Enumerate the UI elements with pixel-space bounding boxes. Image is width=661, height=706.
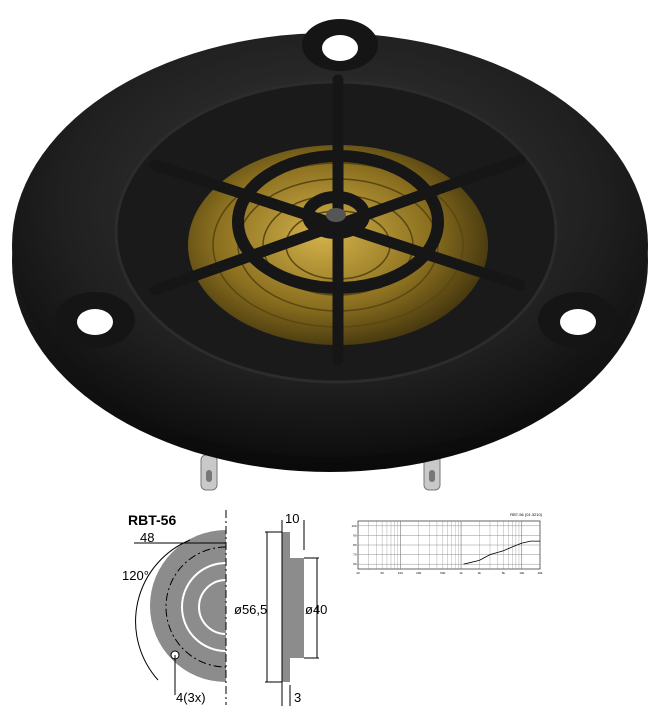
y-tick-label: 90 [353,533,357,537]
inner-diameter-label: ø40 [305,602,328,617]
angle-label: 120° [122,568,149,583]
chart-title: RBT-56 (01.3210) [510,512,542,517]
mount-hole-right [538,292,618,348]
flange-thickness-label: 3 [294,690,302,705]
x-tick-label: 2k [478,571,482,575]
x-tick-label: 100 [398,571,403,575]
tweeter-photo [12,19,648,491]
y-tick-label: 80 [353,543,357,547]
solder-tab-left [200,454,218,491]
outer-diameter-label: ø56,5 [234,602,268,617]
x-tick-label: 10k [519,571,524,575]
x-tick-label: 50 [380,571,384,575]
side-view-drawing [265,520,319,706]
x-tick-label: 1k [459,571,463,575]
y-tick-label: 100 [351,524,356,528]
x-tick-label: 20 [356,571,360,575]
y-tick-label: 60 [353,562,357,566]
response-curve [463,540,540,565]
x-tick-label: 20k [538,571,543,575]
front-view-drawing [134,510,227,705]
model-label: RBT-56 [128,512,177,528]
depth-label: 10 [285,511,300,526]
mount-hole-top [302,19,378,71]
y-tick-label: 70 [353,553,357,557]
hole-note-label: 4(3x) [176,690,206,705]
grille [149,74,526,366]
dimension-48-label: 48 [140,530,155,545]
mount-hole-left [55,292,135,348]
x-tick-label: 5k [502,571,506,575]
x-tick-label: 500 [440,571,445,575]
x-tick-label: 200 [416,571,421,575]
grille-center [326,208,346,222]
chart-plot: 20 50 100 200 500 1k 2k 5k 10k 20k 100 90 80 70 60 [351,520,543,575]
